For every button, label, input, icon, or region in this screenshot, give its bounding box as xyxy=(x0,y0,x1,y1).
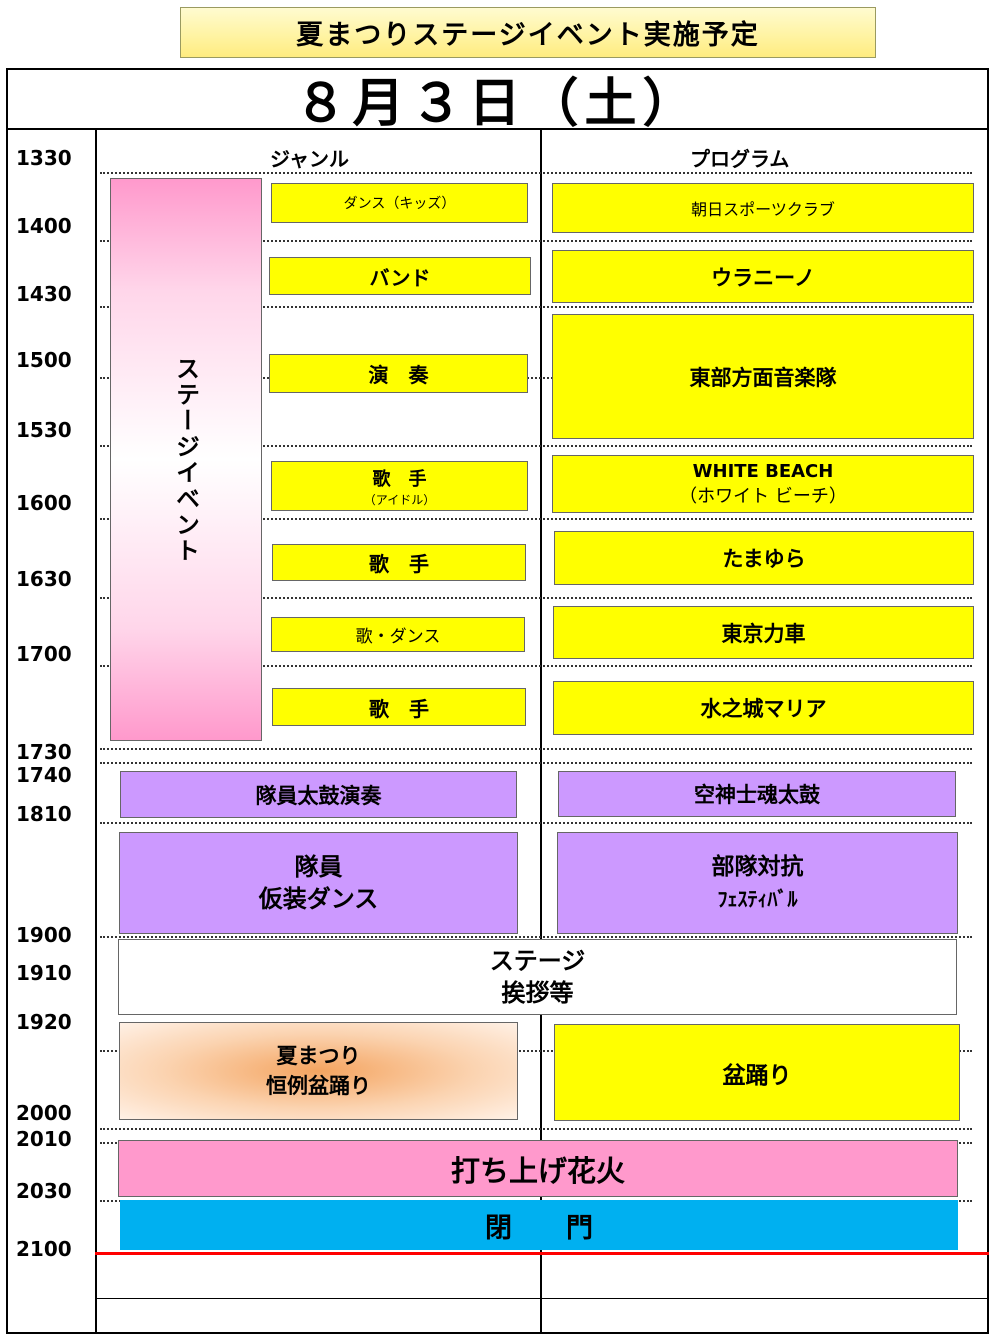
stage-event-bar: ステージイベント xyxy=(110,178,262,741)
genre-costume-dance: 隊員 仮装ダンス xyxy=(119,832,518,934)
genre-bon-l2: 恒例盆踊り xyxy=(266,1074,371,1098)
row-guide xyxy=(100,597,972,599)
genre-singer-idol-label: 歌 手 xyxy=(372,468,427,490)
row-guide xyxy=(100,172,972,174)
genre-singer-idol: 歌 手 （アイドル） xyxy=(271,461,528,511)
time-label: 1630 xyxy=(16,567,72,591)
row-guide xyxy=(100,518,972,520)
time-label: 1910 xyxy=(16,961,72,985)
time-label: 1600 xyxy=(16,491,72,515)
schedule-frame xyxy=(6,68,989,1334)
row-guide xyxy=(100,1050,972,1052)
row-guide xyxy=(100,445,972,447)
program-uranino: ウラニーノ xyxy=(552,250,974,303)
time-label: 1810 xyxy=(16,802,72,826)
fireworks-banner: 打ち上げ花火 xyxy=(118,1140,958,1197)
genre-dance-kids: ダンス（キッズ） xyxy=(271,183,528,223)
program-bon-odori: 盆踊り xyxy=(554,1024,960,1121)
row-guide xyxy=(100,306,972,308)
program-white-beach-reading: （ホワイト ビーチ） xyxy=(679,485,847,507)
date-heading: ８月３日（土） xyxy=(6,68,989,134)
program-white-beach: WHITE BEACH （ホワイト ビーチ） xyxy=(552,455,974,513)
time-label: 1900 xyxy=(16,923,72,947)
program-tamayura: たまゆら xyxy=(554,531,974,585)
stage-greeting-l2: 挨拶等 xyxy=(501,979,574,1007)
row-guide xyxy=(100,1128,972,1130)
time-label: 2000 xyxy=(16,1101,72,1125)
program-fest-l2: ﾌｪｽﾃｨﾊﾞﾙ xyxy=(717,887,798,911)
time-label: 2100 xyxy=(16,1237,72,1261)
time-label: 1500 xyxy=(16,348,72,372)
program-header: プログラム xyxy=(690,147,790,171)
stage-event-label: ステージイベント xyxy=(171,355,200,564)
program-fest-l1: 部隊対抗 xyxy=(711,854,804,880)
time-label: 1920 xyxy=(16,1010,72,1034)
center-column-divider xyxy=(540,130,542,1334)
program-unit-festival: 部隊対抗 ﾌｪｽﾃｨﾊﾞﾙ xyxy=(557,832,958,934)
row-guide xyxy=(100,822,972,824)
row-guide xyxy=(100,665,972,667)
program-kuujin-taiko: 空神士魂太鼓 xyxy=(558,771,956,817)
stage-greeting-l1: ステージ xyxy=(489,947,586,975)
genre-singer-idol-sub: （アイドル） xyxy=(363,492,436,507)
time-column-divider xyxy=(95,130,97,1334)
genre-singer: 歌 手 xyxy=(272,544,526,581)
genre-ensemble: 演 奏 xyxy=(269,354,528,393)
program-tokyo-rikisha: 東京力車 xyxy=(553,606,974,659)
bottom-row-line xyxy=(95,1298,989,1299)
time-label: 1430 xyxy=(16,282,72,306)
closing-banner: 閉 門 xyxy=(120,1200,958,1250)
program-band: 東部方面音楽隊 xyxy=(552,314,974,439)
time-label: 2010 xyxy=(16,1127,72,1151)
row-guide xyxy=(100,762,972,764)
stage-greeting: ステージ 挨拶等 xyxy=(118,939,957,1015)
row-guide xyxy=(100,240,972,242)
closing-time-line xyxy=(95,1252,989,1255)
time-label: 1740 xyxy=(16,763,72,787)
row-guide xyxy=(100,377,972,379)
genre-header: ジャンル xyxy=(270,147,349,171)
time-label: 1530 xyxy=(16,418,72,442)
time-label: 1400 xyxy=(16,214,72,238)
genre-singer: 歌 手 xyxy=(272,688,526,726)
program-asahi: 朝日スポーツクラブ xyxy=(552,183,974,233)
time-label: 2030 xyxy=(16,1179,72,1203)
genre-costume-l2: 仮装ダンス xyxy=(258,885,379,913)
time-label: 1730 xyxy=(16,740,72,764)
program-mizuno-maria: 水之城マリア xyxy=(553,681,974,735)
genre-costume-l1: 隊員 xyxy=(294,853,343,881)
program-white-beach-name: WHITE BEACH xyxy=(692,460,834,482)
row-guide xyxy=(100,936,972,938)
page-title: 夏まつりステージイベント実施予定 xyxy=(180,7,876,58)
genre-song-dance: 歌・ダンス xyxy=(271,617,525,652)
time-label: 1700 xyxy=(16,642,72,666)
genre-taiko: 隊員太鼓演奏 xyxy=(120,771,517,818)
genre-band: バンド xyxy=(269,257,531,295)
genre-bon-l1: 夏まつり xyxy=(276,1044,361,1068)
row-guide xyxy=(100,748,972,750)
time-label: 1330 xyxy=(16,146,72,170)
genre-bon-odori: 夏まつり 恒例盆踊り xyxy=(119,1022,518,1120)
